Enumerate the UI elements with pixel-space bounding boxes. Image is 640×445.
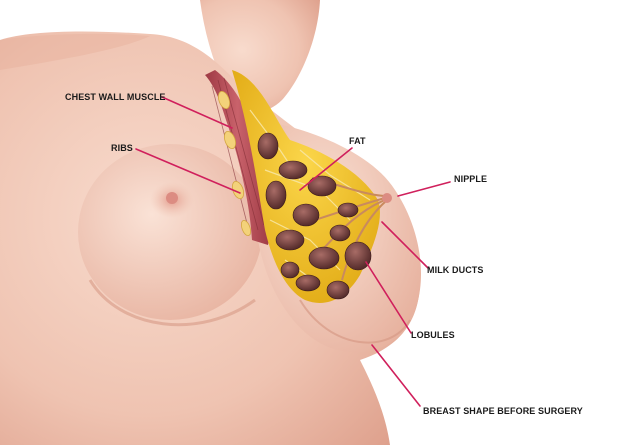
lobules (257, 132, 372, 300)
right-breast-lower-curve (299, 299, 411, 344)
fat-tissue (232, 70, 380, 303)
ribs (217, 90, 252, 237)
label-ribs: RIBS (111, 143, 133, 153)
chest-wall-muscle (205, 70, 270, 245)
label-breast-shape: BREAST SHAPE BEFORE SURGERY (423, 406, 583, 416)
leader-breast-shape (371, 344, 421, 407)
leader-fat (299, 147, 353, 191)
left-nipple (166, 192, 178, 204)
leader-chest-wall-muscle (161, 96, 233, 129)
leader-lobules (365, 261, 412, 334)
label-milk-ducts: MILK DUCTS (427, 265, 484, 275)
left-breast (78, 144, 262, 320)
shoulder-shading (0, 33, 150, 70)
label-fat: FAT (349, 136, 366, 146)
label-lobules: LOBULES (411, 330, 455, 340)
leader-ribs (135, 148, 241, 194)
left-breast-underfold (88, 279, 256, 327)
leader-nipple (397, 181, 451, 197)
label-chest-wall-muscle: CHEST WALL MUSCLE (65, 92, 166, 102)
right-nipple (382, 193, 392, 203)
leader-lines (135, 96, 451, 407)
label-nipple: NIPPLE (454, 174, 488, 184)
leader-milk-ducts (381, 221, 429, 269)
